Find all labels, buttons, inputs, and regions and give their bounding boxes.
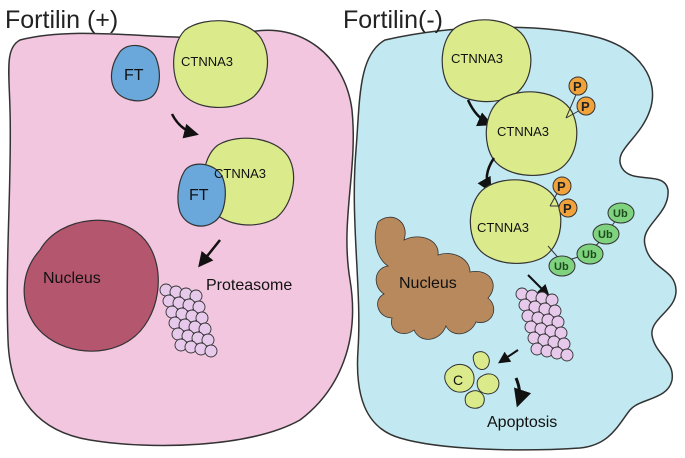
phosphate-group: P P: [552, 176, 578, 218]
phosphate-label: P: [563, 201, 572, 216]
arrow-apoptosis: [514, 377, 532, 408]
ctnna3-label: CTNNA3: [181, 54, 233, 69]
fragment-label: C: [453, 372, 463, 388]
ft-shape: [177, 163, 226, 227]
right-title: Fortilin(-): [343, 6, 443, 34]
apoptosis-label: Apoptosis: [487, 414, 557, 431]
arrow-to-fragments: [498, 349, 519, 364]
ft-label: FT: [124, 67, 144, 84]
ubiquitin-label: Ub: [598, 229, 613, 241]
nucleus-label: Nucleus: [43, 270, 101, 287]
left-panel: Fortilin (+) FT CTNNA3 FT CTNNA3 Nucleus…: [5, 6, 355, 447]
ubiquitin-chain: Ub Ub Ub Ub: [547, 202, 635, 277]
phosphate-label: P: [573, 79, 582, 94]
proteasome-label: Proteasome: [206, 277, 292, 294]
proteasome-subunit: [204, 344, 218, 358]
ctnna3-shape: [485, 91, 578, 177]
left-title: Fortilin (+): [5, 6, 118, 34]
right-panel: Fortilin(-) CTNNA3 CTNNA3 P P CTNNA3 P P: [343, 6, 677, 451]
proteasome: [159, 283, 218, 358]
nucleus-right: [374, 216, 495, 340]
proteasome: [515, 287, 574, 362]
ctnna3-shape: [173, 20, 269, 109]
ft-label: FT: [189, 187, 209, 204]
ft-shape: [110, 45, 160, 102]
ubiquitin-label: Ub: [582, 249, 597, 261]
phosphate-label: P: [557, 179, 566, 194]
ubiquitin-label: Ub: [613, 208, 628, 220]
phosphate-group: P P: [568, 76, 596, 116]
ctnna3-shape: [469, 179, 562, 265]
proteasome-subunit: [560, 348, 574, 362]
ubiquitin-label: Ub: [554, 261, 569, 273]
ctnna3-label: CTNNA3: [214, 166, 266, 181]
arrow-degrade: [198, 239, 221, 268]
arrow-bind: [170, 113, 199, 139]
nucleus-label: Nucleus: [399, 275, 457, 292]
ctnna3-label: CTNNA3: [497, 124, 549, 139]
nucleus-left: [23, 219, 159, 352]
ctnna3-label: CTNNA3: [451, 51, 503, 66]
phosphate-label: P: [581, 99, 590, 114]
cleaved-fragments: C: [444, 351, 500, 409]
arrow-to-proteasome: [527, 274, 550, 297]
ctnna3-label: CTNNA3: [477, 220, 529, 235]
